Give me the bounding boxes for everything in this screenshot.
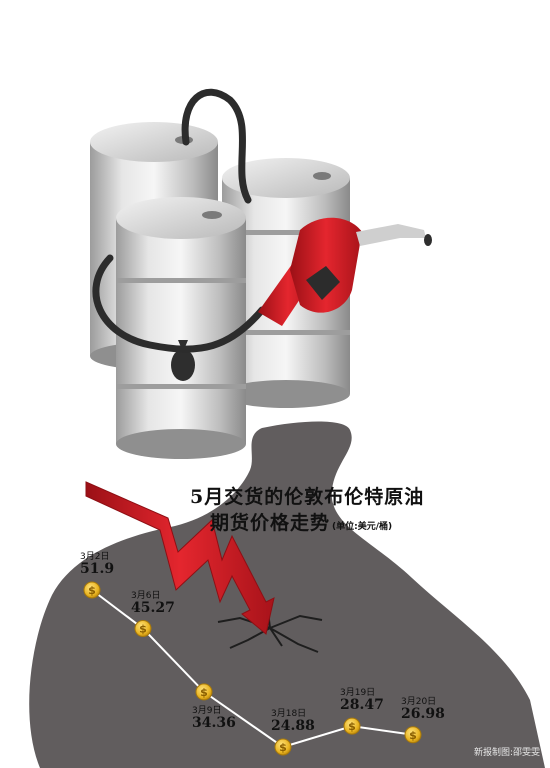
down-arrow — [85, 481, 275, 635]
svg-text:$: $ — [348, 720, 356, 733]
svg-text:$: $ — [279, 741, 287, 754]
price-value: 28.47 — [340, 697, 384, 714]
dollar-coin-icon: $ — [343, 717, 361, 735]
dollar-coin-icon: $ — [83, 581, 101, 599]
price-markers: $ $ $ $ $ $ — [83, 581, 422, 756]
date-label: 3月19日 — [340, 688, 376, 699]
price-value: 26.98 — [401, 705, 445, 722]
price-value: 34.36 — [192, 714, 236, 731]
unit-label: (单位:美元/桶) — [332, 522, 393, 532]
dollar-coin-icon: $ — [195, 683, 213, 701]
price-line — [91, 589, 414, 749]
date-label: 3月2日 — [80, 552, 110, 562]
svg-text:$: $ — [88, 584, 96, 597]
fuel-hose — [92, 88, 266, 353]
chart-title-text: 期货价格走势 — [210, 512, 331, 534]
date-label: 3月6日 — [131, 590, 161, 601]
price-value: 51.9 — [80, 561, 115, 577]
ground-crack — [217, 611, 323, 653]
oil-puddle — [29, 421, 545, 768]
date-label: 3月20日 — [401, 696, 437, 707]
dollar-coin-icon: $ — [274, 738, 292, 756]
svg-text:$: $ — [200, 686, 208, 699]
credit-text: 新报制图:邵雯雯 — [473, 748, 540, 758]
dollar-coin-icon: $ — [134, 620, 152, 638]
date-label: 3月9日 — [192, 705, 222, 716]
dollar-coin-icon: $ — [404, 726, 422, 744]
barrel-front — [116, 197, 246, 459]
price-value: 45.27 — [131, 599, 175, 616]
svg-text:$: $ — [409, 729, 417, 742]
date-label: 3月18日 — [271, 709, 307, 719]
price-value: 24.88 — [271, 718, 315, 734]
svg-text:$: $ — [139, 623, 147, 636]
chart-title-line1: 5月交货的伦敦布伦特原油 — [190, 486, 425, 508]
chart-title-line2: 期货价格走势(单位:美元/桶) — [210, 508, 392, 535]
fuel-nozzle — [258, 217, 432, 326]
